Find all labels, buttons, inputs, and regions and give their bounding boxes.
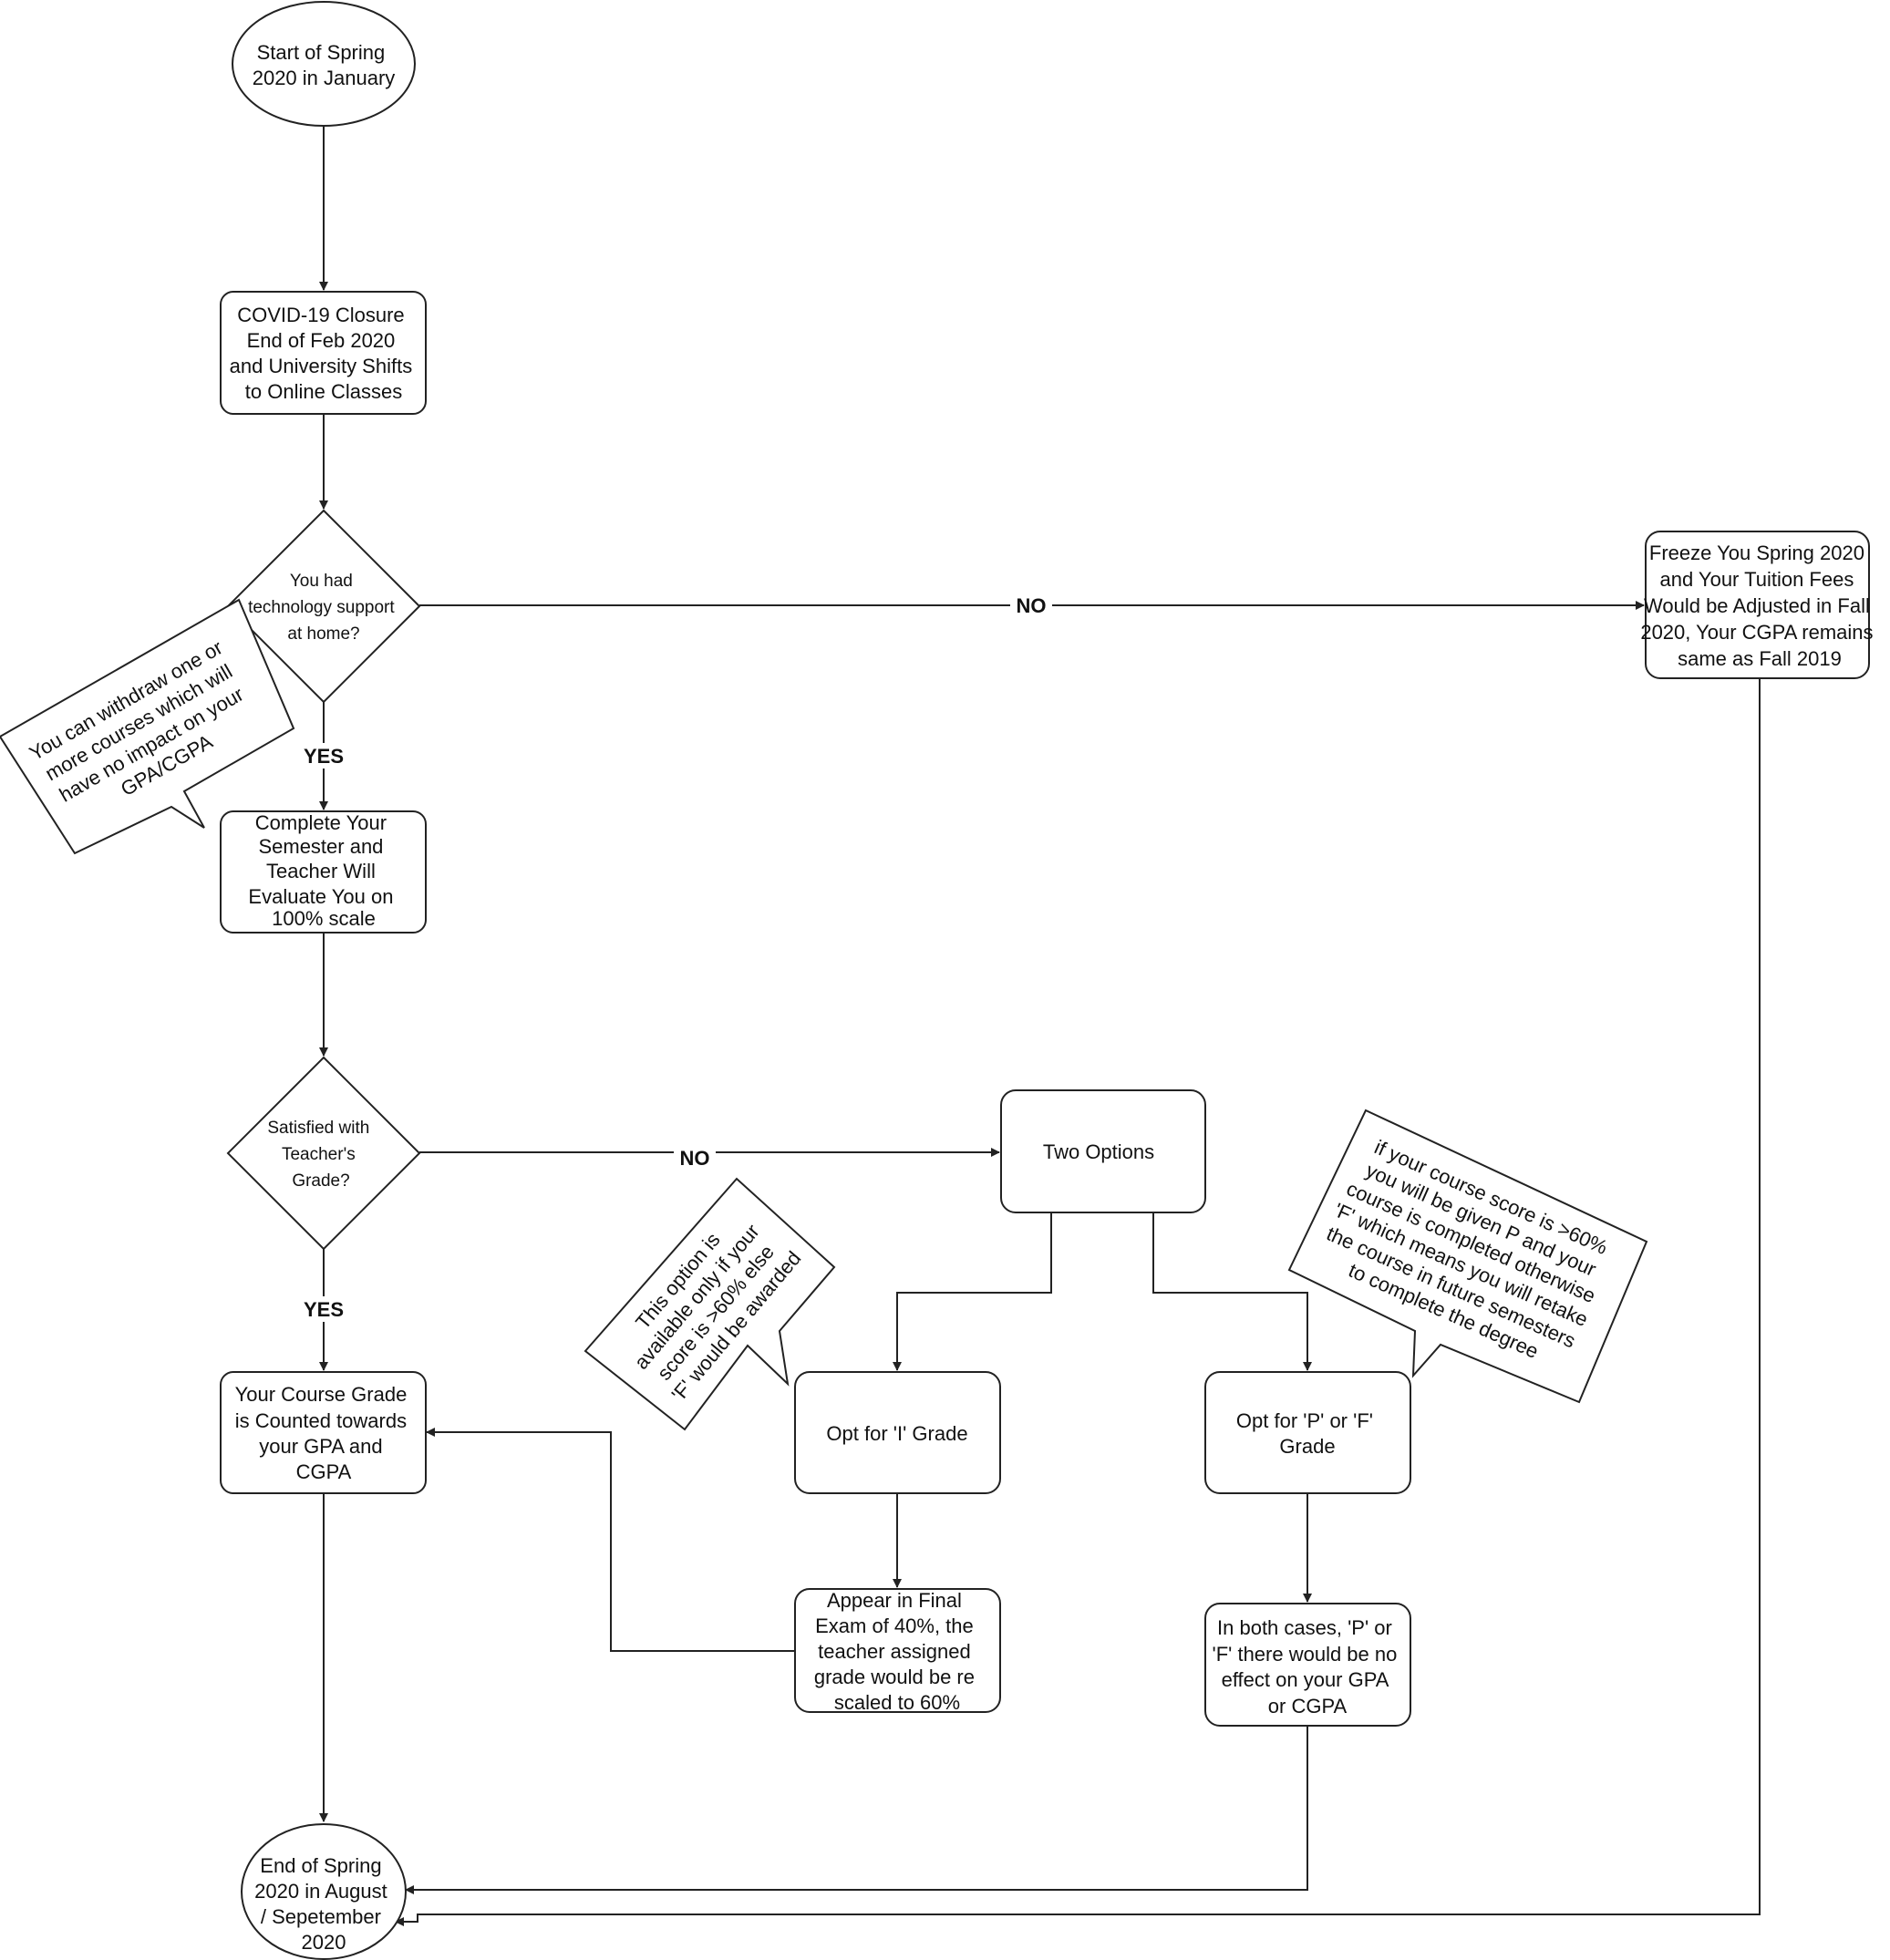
end-node: End of Spring 2020 in August / Sepetembe… bbox=[241, 1823, 407, 1960]
satisfied-diamond bbox=[226, 1056, 421, 1251]
two-options-label: Two Options bbox=[1043, 1140, 1154, 1163]
pf-callout-shape bbox=[1287, 1109, 1648, 1404]
opt-pf-grade-label: Opt for 'P' or 'F' Grade bbox=[1236, 1409, 1379, 1458]
covid-closure-box bbox=[220, 291, 427, 415]
edge-label-tech-yes: YES bbox=[304, 745, 344, 768]
covid-closure-node: COVID-19 Closure End of Feb 2020 and Uni… bbox=[220, 291, 427, 415]
no-effect-label: In both cases, 'P' or 'F' there would be… bbox=[1213, 1616, 1403, 1718]
two-options-node: Two Options bbox=[1000, 1089, 1206, 1213]
complete-semester-box bbox=[220, 810, 427, 934]
satisfied-decision-node: Satisfied with Teacher's Grade? bbox=[226, 1056, 421, 1251]
freeze-semester-node: Freeze You Spring 2020 and Your Tuition … bbox=[1640, 531, 1878, 679]
start-ellipse bbox=[232, 1, 416, 127]
start-node: Start of Spring 2020 in January bbox=[232, 1, 416, 127]
opt-pf-grade-box bbox=[1204, 1371, 1411, 1494]
opt-i-grade-label: Opt for 'I' Grade bbox=[826, 1422, 967, 1445]
tech-support-label: You had technology support at home? bbox=[248, 572, 399, 644]
opt-i-grade-box bbox=[794, 1371, 1001, 1494]
final-exam-box bbox=[794, 1588, 1001, 1713]
course-grade-box bbox=[220, 1371, 427, 1494]
pf-callout: if your course score is >60% you will be… bbox=[1287, 1109, 1648, 1404]
course-grade-node: Your Course Grade is Counted towards you… bbox=[220, 1371, 427, 1494]
edge-two-options-to-pf-grade bbox=[1152, 1212, 1312, 1371]
start-label: Start of Spring 2020 in January bbox=[253, 41, 396, 89]
course-grade-label: Your Course Grade is Counted towards you… bbox=[235, 1383, 413, 1483]
tech-support-diamond bbox=[226, 509, 421, 704]
edge-labels: NO YES NO YES bbox=[297, 593, 1052, 1322]
no-effect-node: In both cases, 'P' or 'F' there would be… bbox=[1204, 1603, 1411, 1727]
i-grade-callout-shape bbox=[584, 1177, 836, 1431]
opt-i-grade-node: Opt for 'I' Grade bbox=[794, 1371, 1001, 1494]
opt-pf-grade-node: Opt for 'P' or 'F' Grade bbox=[1204, 1371, 1411, 1494]
freeze-semester-label: Freeze You Spring 2020 and Your Tuition … bbox=[1640, 542, 1878, 670]
complete-semester-node: Complete Your Semester and Teacher Will … bbox=[220, 810, 427, 934]
covid-closure-label: COVID-19 Closure End of Feb 2020 and Uni… bbox=[230, 304, 418, 403]
final-exam-label: Appear in Final Exam of 40%, the teacher… bbox=[814, 1589, 980, 1714]
end-label: End of Spring 2020 in August / Sepetembe… bbox=[254, 1854, 393, 1954]
edge-label-satisfied-yes: YES bbox=[304, 1298, 344, 1321]
no-effect-box bbox=[1204, 1603, 1411, 1727]
edge-two-options-to-i-grade bbox=[893, 1212, 1052, 1371]
satisfied-label: Satisfied with Teacher's Grade? bbox=[267, 1119, 374, 1191]
edge-label-satisfied-no: NO bbox=[680, 1147, 710, 1170]
complete-semester-label: Complete Your Semester and Teacher Will … bbox=[248, 811, 398, 930]
withdraw-callout-shape bbox=[0, 598, 295, 855]
two-options-box bbox=[1000, 1089, 1206, 1213]
final-exam-node: Appear in Final Exam of 40%, the teacher… bbox=[794, 1588, 1001, 1714]
edge-no-effect-to-end bbox=[405, 1726, 1308, 1894]
edge-final-exam-to-course-grade bbox=[426, 1428, 794, 1652]
edge-label-tech-no: NO bbox=[1017, 594, 1047, 617]
edge-freeze-to-end bbox=[395, 678, 1761, 1926]
tech-support-decision-node: You had technology support at home? bbox=[226, 509, 421, 704]
freeze-semester-box bbox=[1645, 531, 1870, 679]
edges bbox=[319, 126, 1761, 1926]
end-ellipse bbox=[241, 1823, 407, 1960]
